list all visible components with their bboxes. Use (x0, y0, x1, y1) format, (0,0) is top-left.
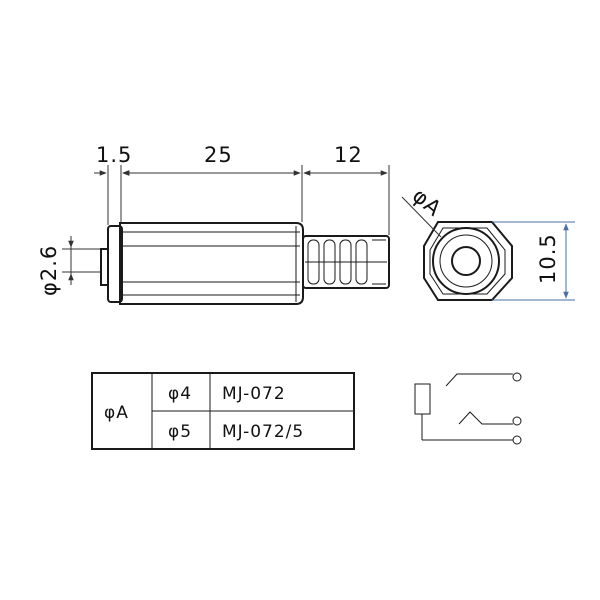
jack-spring (302, 235, 390, 289)
table-model-cell: MJ-072 (222, 384, 286, 404)
table-diameter-cell: φ5 (168, 422, 192, 442)
table-diameter-cell: φ4 (168, 384, 192, 404)
terminal-dot (512, 372, 522, 382)
jack-flange (107, 225, 123, 303)
schematic-resistor (414, 383, 431, 415)
hole-diameter-label: φA (408, 183, 447, 221)
table-model-cell: MJ-072/5 (222, 422, 304, 442)
terminal-dot (512, 416, 522, 426)
spring-length-label: 12 (334, 143, 363, 167)
hex-height-label: 10.5 (536, 233, 560, 284)
jack-body (119, 222, 304, 305)
terminal-dot (512, 435, 522, 445)
jack-end-view: φA 10.5 (401, 183, 575, 301)
jack-hole (451, 246, 481, 276)
pin-diameter-label: φ2.6 (37, 245, 61, 296)
jack-side-view: 1.5 25 12 φ2.6 (37, 143, 390, 305)
body-length-label: 25 (204, 143, 233, 167)
jack-pin (100, 248, 109, 286)
flange-width-label: 1.5 (96, 143, 132, 167)
table-header-cell: φA (104, 403, 129, 423)
model-table: φA φ4 MJ-072 φ5 MJ-072/5 (91, 372, 355, 450)
jack-schematic (414, 372, 522, 445)
